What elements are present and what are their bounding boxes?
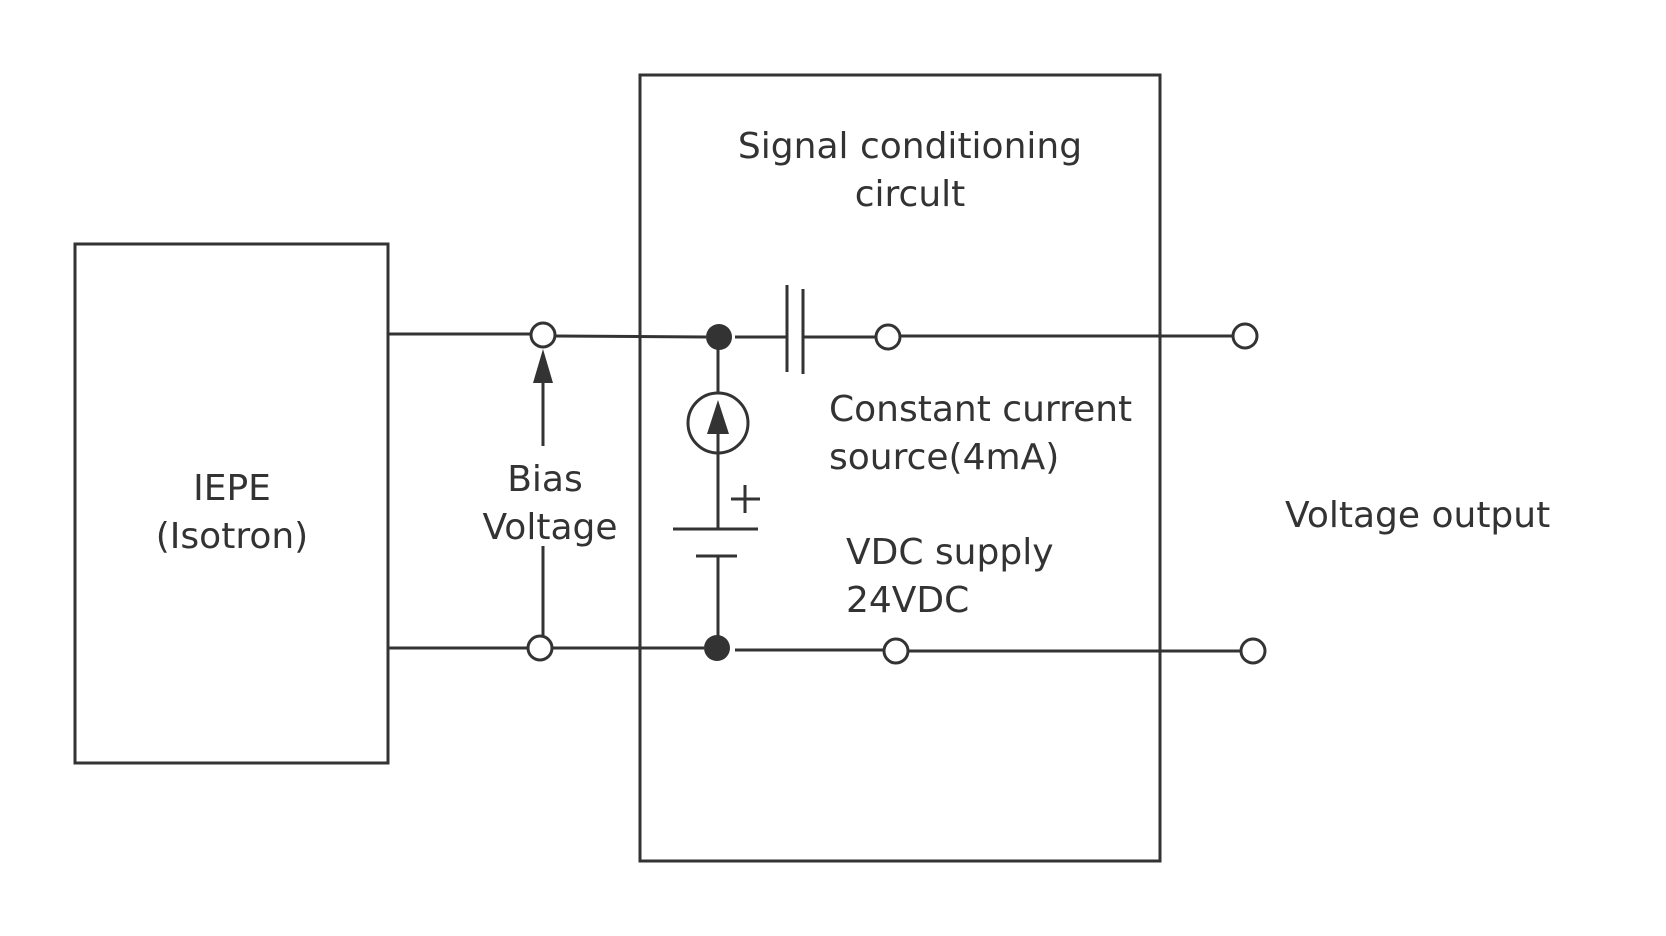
conditioning-title-line2: circult <box>855 174 966 215</box>
current-source-icon <box>686 391 750 455</box>
top-junction-node <box>706 324 732 350</box>
bias-label-line2: Voltage <box>482 507 617 548</box>
capacitor-icon <box>785 285 805 374</box>
isotron-label: (Isotron) <box>156 516 308 557</box>
supply-label-line2: 24VDC <box>846 580 969 621</box>
output-bottom-terminal <box>1239 637 1267 665</box>
voltage-output-label: Voltage output <box>1285 495 1550 536</box>
iepe-sensor-block <box>73 242 390 765</box>
bias-label-line1: Bias <box>507 459 583 500</box>
bias-bottom-terminal <box>526 634 554 662</box>
output-top-terminal <box>1231 322 1259 350</box>
signal-conditioning-block <box>638 73 1162 863</box>
supply-label-line1: VDC supply <box>846 532 1054 573</box>
current-source-label-line1: Constant current <box>829 389 1132 430</box>
plus-sign-icon <box>731 485 760 513</box>
current-source-label-line2: source(4mA) <box>829 437 1059 478</box>
iepe-label: IEPE <box>193 468 271 509</box>
conditioning-title-line1: Signal conditioning <box>738 126 1082 167</box>
bottom-mid-terminal <box>882 637 910 665</box>
capacitor-out-terminal <box>874 323 902 351</box>
bias-top-terminal <box>529 321 557 349</box>
bottom-junction-node <box>704 635 730 661</box>
bias-voltage-arrow-icon <box>533 349 553 636</box>
top-wire-to-node <box>554 334 707 339</box>
battery-icon <box>673 527 758 558</box>
